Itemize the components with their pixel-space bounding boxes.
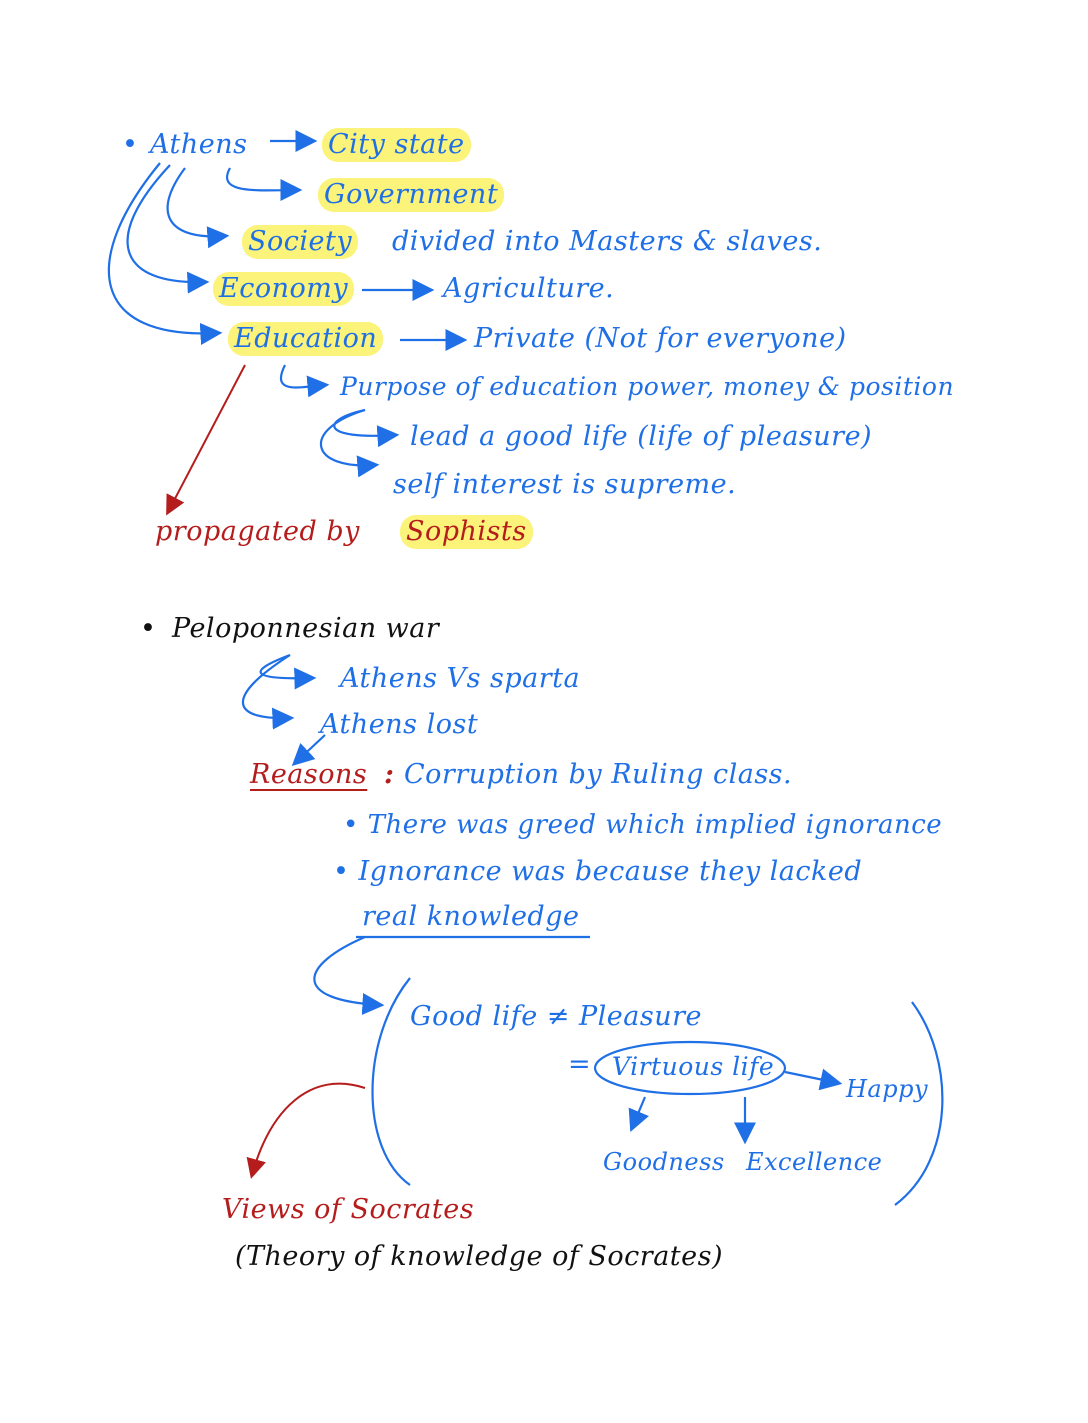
reason-point-1: • There was greed which implied ignoranc… [343,810,943,840]
arrow-lost-reasons [291,734,326,767]
equals-sign: = [568,1049,592,1080]
society-label: Society [242,225,359,259]
arrow-purpose-goodlife [333,408,400,448]
arrow-knowledge-bracket [313,935,385,1015]
good-life-text: lead a good life (life of pleasure) [410,421,873,452]
society-detail: divided into Masters & slaves. [392,226,823,257]
propagated-text: propagated by [155,516,360,547]
arrow-athens-government [226,167,303,202]
bullet-athens: • [122,129,139,160]
reasons-label: Reasons [250,759,368,790]
views-of-socrates: Views of Socrates [222,1194,475,1225]
government-label: Government [318,178,505,212]
excellence-label: Excellence [746,1148,883,1176]
economy-label: Economy [213,272,355,306]
happy-label: Happy [846,1075,929,1103]
purpose-text: Purpose of education power, money & posi… [340,372,955,401]
arrow-purpose-selfinterest [320,408,380,478]
self-interest-text: self interest is supreme. [393,469,737,500]
education-detail: Private (Not for everyone) [474,323,847,354]
virtuous-life-ellipse [593,1040,787,1096]
good-life-not-pleasure: Good life ≠ Pleasure [410,1001,702,1032]
real-knowledge: real knowledge [362,901,580,932]
arrow-bracket-views [246,1082,366,1179]
arrow-education-purpose [279,364,330,398]
education-label: Education [228,322,384,356]
arrow-war-vs [259,653,317,690]
arrow-virtuous-goodness [628,1096,649,1133]
arrow-virtuous-happy [784,1068,843,1091]
goodness-label: Goodness [603,1148,725,1176]
bullet-war: • [140,613,157,644]
arrow-athens-education [107,162,223,345]
right-bracket [894,1001,944,1206]
arrow-education-sophists [166,364,246,516]
reason-main: Corruption by Ruling class. [404,759,793,790]
sophists-label: Sophists [400,515,533,549]
reasons-colon: : [384,759,395,790]
athens-heading: Athens [150,129,248,160]
theory-of-knowledge: (Theory of knowledge of Socrates) [235,1241,724,1272]
city-state-label: City state [322,128,471,162]
reason-point-2: • Ignorance was because they lacked [333,856,863,887]
arrow-war-lost [241,654,295,730]
virtuous-life: Virtuous life [612,1052,775,1081]
arrow-athens-economy [126,164,210,294]
left-bracket [371,977,411,1186]
war-heading: Peloponnesian war [172,613,440,644]
athens-vs-sparta: Athens Vs sparta [340,663,581,694]
arrow-athens-society [166,167,230,249]
economy-detail: Agriculture. [443,273,615,304]
athens-lost: Athens lost [320,709,479,740]
